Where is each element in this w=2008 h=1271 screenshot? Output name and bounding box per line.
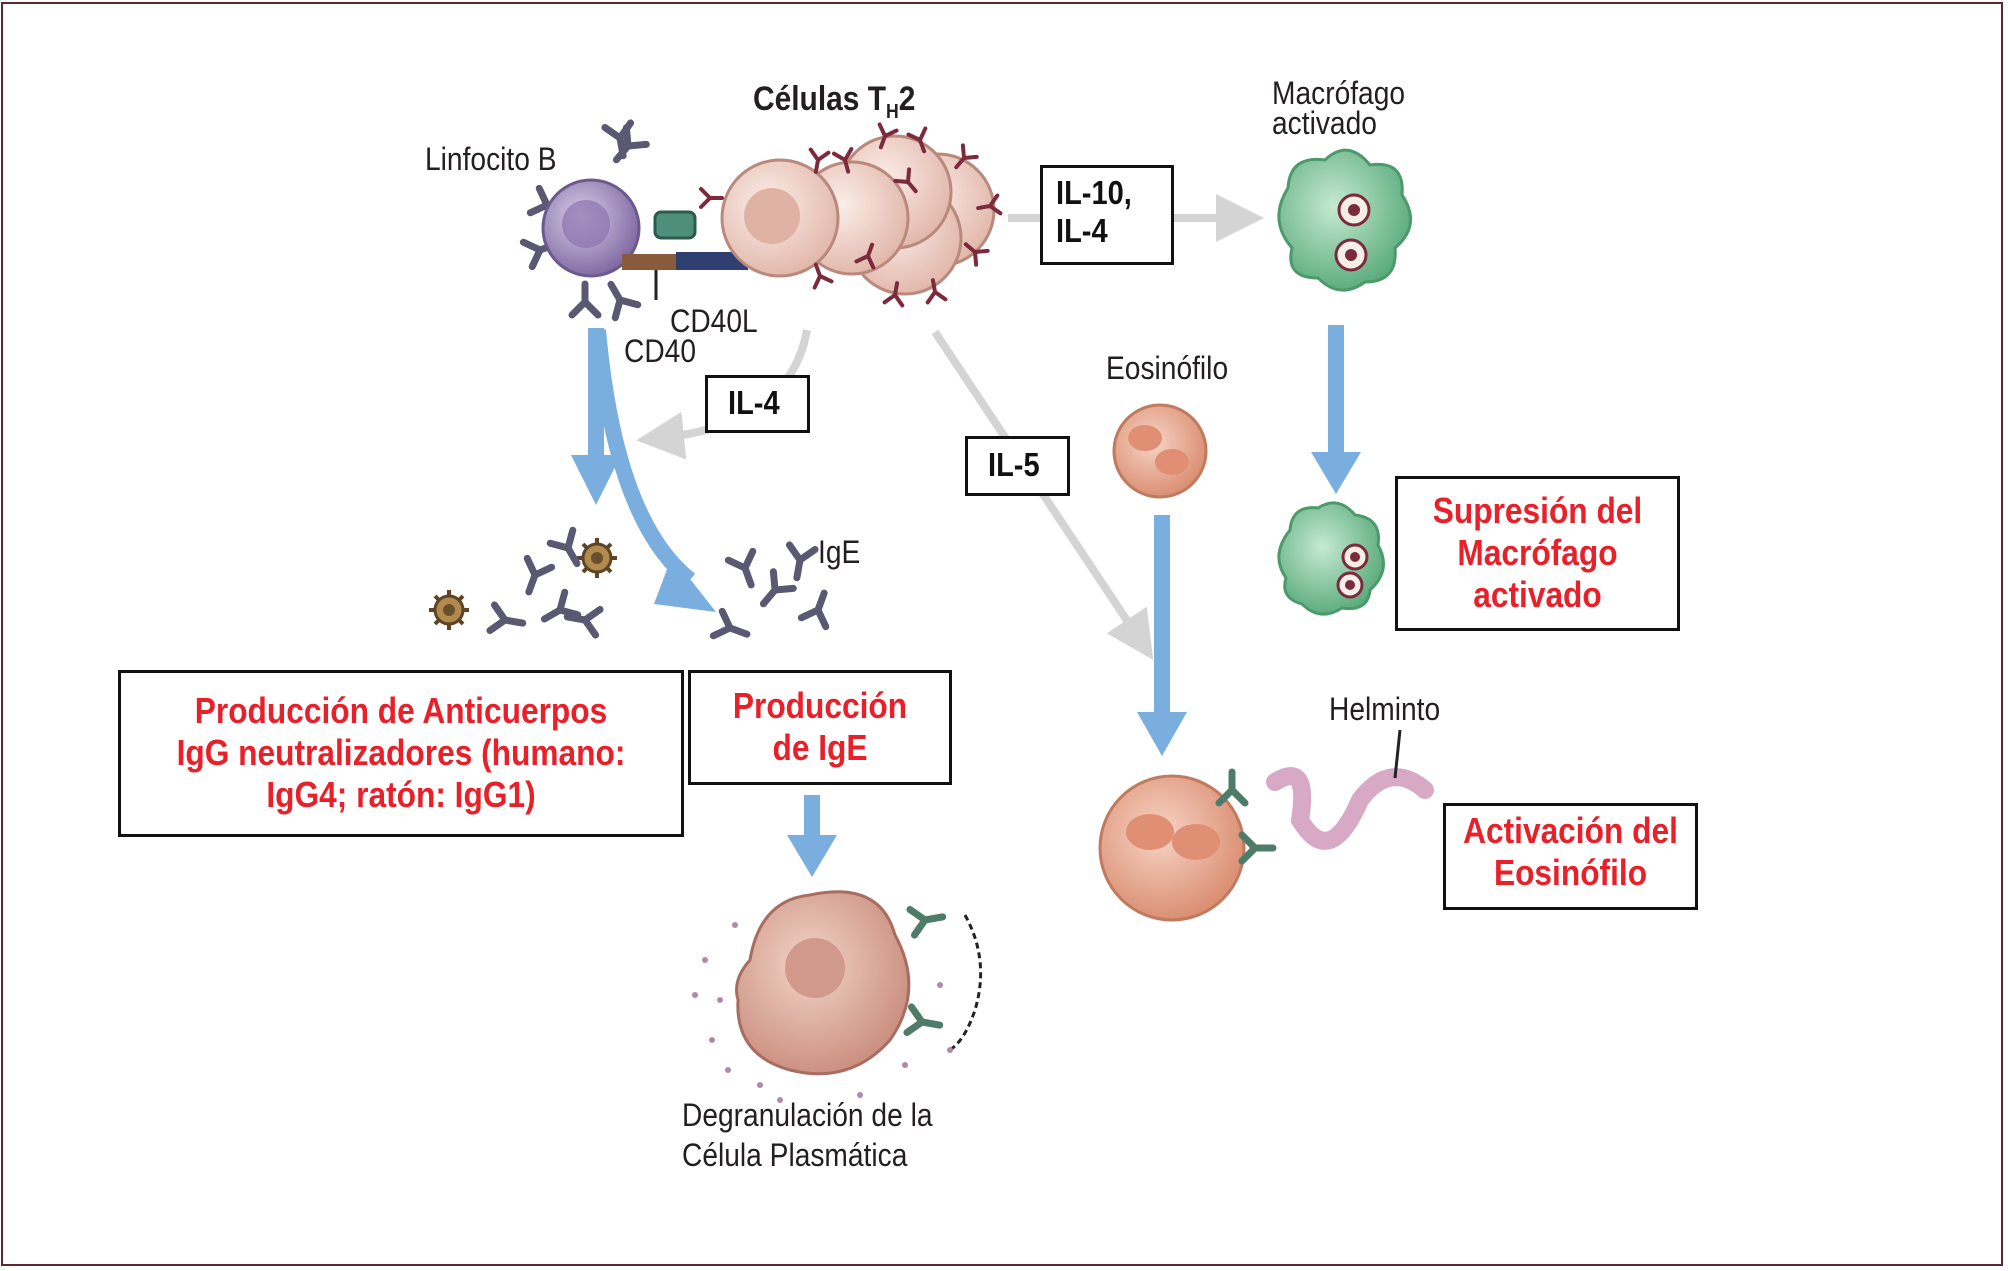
il4-text: IL-4 [728, 384, 780, 421]
b-lymphocyte [523, 123, 697, 318]
helminth [1266, 729, 1434, 850]
ige-production-box [688, 670, 952, 785]
igg-production-box [118, 670, 684, 837]
eosinophil-activation-box [1443, 803, 1698, 910]
macrophage-suppression-box [1395, 476, 1680, 631]
th2-cells [699, 122, 1003, 308]
activated-macrophage [1277, 148, 1412, 292]
il5-box [965, 436, 1070, 496]
suppressed-macrophage [1277, 501, 1385, 616]
il4-box [705, 375, 810, 433]
igg-antibodies-with-antigens [427, 530, 619, 636]
il10-il4-text: IL-10,IL-4 [1056, 174, 1132, 249]
helminth-label: Helminto [1329, 691, 1441, 727]
b-lymphocyte-label: Linfocito B [425, 141, 557, 177]
cd40-label: CD40 [624, 333, 696, 369]
eosinophil-small [1112, 403, 1208, 499]
cd40l-label: CD40L [670, 303, 758, 339]
arrow-macrophage-to-suppression [1311, 325, 1361, 494]
il5-text: IL-5 [988, 446, 1040, 483]
eosinophil-activated [1098, 772, 1273, 922]
eosinophil-label: Eosinófilo [1106, 350, 1229, 386]
plasma-cell-degranulation [692, 890, 983, 1103]
th2-cells-label: Células TH2 [753, 80, 916, 123]
cd40-cd40l-complex [622, 252, 748, 300]
arrow-bcell-to-ige [590, 329, 716, 612]
ige-label: IgE [818, 534, 861, 570]
il10-il4-box [1040, 165, 1174, 265]
arrow-eosinophil-to-activation [1137, 515, 1187, 756]
arrow-ige-to-degranulation [787, 795, 837, 877]
